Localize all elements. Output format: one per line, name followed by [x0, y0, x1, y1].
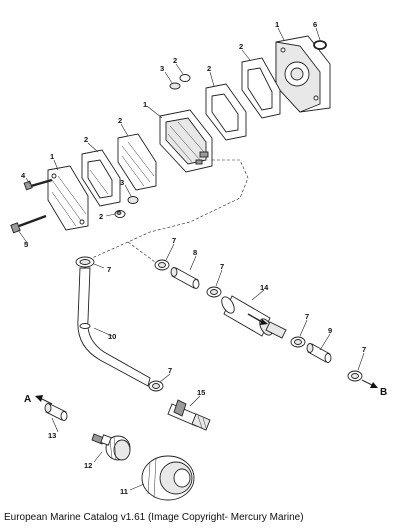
part-2-gasket-left-b [81, 149, 121, 207]
part-13-hose-section [44, 403, 68, 421]
callout-1-left-plate: 1 [50, 152, 54, 161]
arrow-b [361, 379, 378, 388]
letter-a: A [24, 394, 31, 405]
callout-2-gasket-upper-right: 2 [239, 42, 243, 51]
callout-2-washer-top: 2 [173, 56, 177, 65]
callout-1-top-plate: 1 [275, 20, 279, 29]
callout-9-hose: 9 [328, 326, 332, 335]
part-9-hose-section [306, 343, 332, 363]
leader-lines [17, 27, 365, 491]
callout-11-primer-bulb: 11 [120, 487, 128, 496]
callout-2-gasket-left-a: 2 [118, 116, 122, 125]
callout-13-hose: 13 [48, 431, 56, 440]
copyright-caption: European Marine Catalog v1.61 (Image Cop… [4, 512, 304, 523]
callout-8-hose: 8 [193, 248, 197, 257]
part-8-hose-section [170, 267, 200, 289]
part-1-cover-plate-top [275, 35, 331, 113]
callout-3-washer-top: 3 [160, 64, 164, 73]
part-12-primer-connector [91, 433, 131, 461]
part-3-washer-left [127, 196, 139, 204]
callout-7-clamp-mid: 7 [220, 262, 224, 271]
callout-7-clamp-hose-bottom: 7 [168, 366, 172, 375]
part-1-pump-body [159, 109, 213, 173]
part-7-clamp-hose-top [75, 256, 95, 268]
part-7-clamp-upper [154, 259, 170, 271]
callout-12-connector: 12 [84, 461, 92, 470]
part-5-screw [10, 214, 47, 234]
callout-7-clamp-after-filter: 7 [305, 312, 309, 321]
callout-4-screw: 4 [21, 171, 26, 180]
arrow-a [35, 395, 53, 405]
callout-14-filter: 14 [260, 283, 269, 292]
callout-10-hose: 10 [108, 332, 116, 341]
callout-15-fitting: 15 [197, 388, 205, 397]
callout-5-screw: 5 [24, 240, 28, 249]
part-1-cover-plate-left [47, 165, 89, 231]
part-7-clamp-mid [206, 286, 222, 298]
callout-2-washer-left: 2 [99, 212, 103, 221]
callout-7-clamp-hose-top: 7 [107, 265, 111, 274]
callout-2-gasket-left-b: 2 [84, 135, 88, 144]
callout-6-o-ring: 6 [313, 20, 317, 29]
part-2-gasket-upper-right [241, 57, 281, 119]
part-2-gasket-upper-mid [205, 83, 247, 141]
part-2-gasket-left-a [117, 133, 157, 191]
part-2-washer-top [179, 74, 191, 82]
part-3-washer-top [169, 82, 181, 90]
part-14-fuel-filter [221, 295, 287, 339]
part-6-o-ring [313, 40, 327, 50]
fuel-pump-exploded-diagram: 1 6 2 2 2 3 1 2 2 1 4 3 2 5 7 8 7 7 14 7… [10, 20, 387, 501]
part-15-fitting [167, 399, 211, 431]
callout-7-clamp-upper: 7 [172, 236, 176, 245]
part-7-clamp-after-filter [290, 336, 306, 348]
part-7-clamp-hose-bottom [148, 380, 164, 392]
part-11-primer-bulb [141, 455, 195, 501]
callout-2-gasket-upper-mid: 2 [207, 64, 211, 73]
part-7-clamp-end [347, 370, 363, 382]
callout-3-washer-left: 3 [120, 178, 124, 187]
dashed-connection-line [91, 159, 249, 259]
letter-b: B [380, 387, 387, 398]
callout-1-pump-body: 1 [143, 100, 147, 109]
callout-7-clamp-end: 7 [362, 345, 366, 354]
part-4-screw [23, 178, 53, 191]
